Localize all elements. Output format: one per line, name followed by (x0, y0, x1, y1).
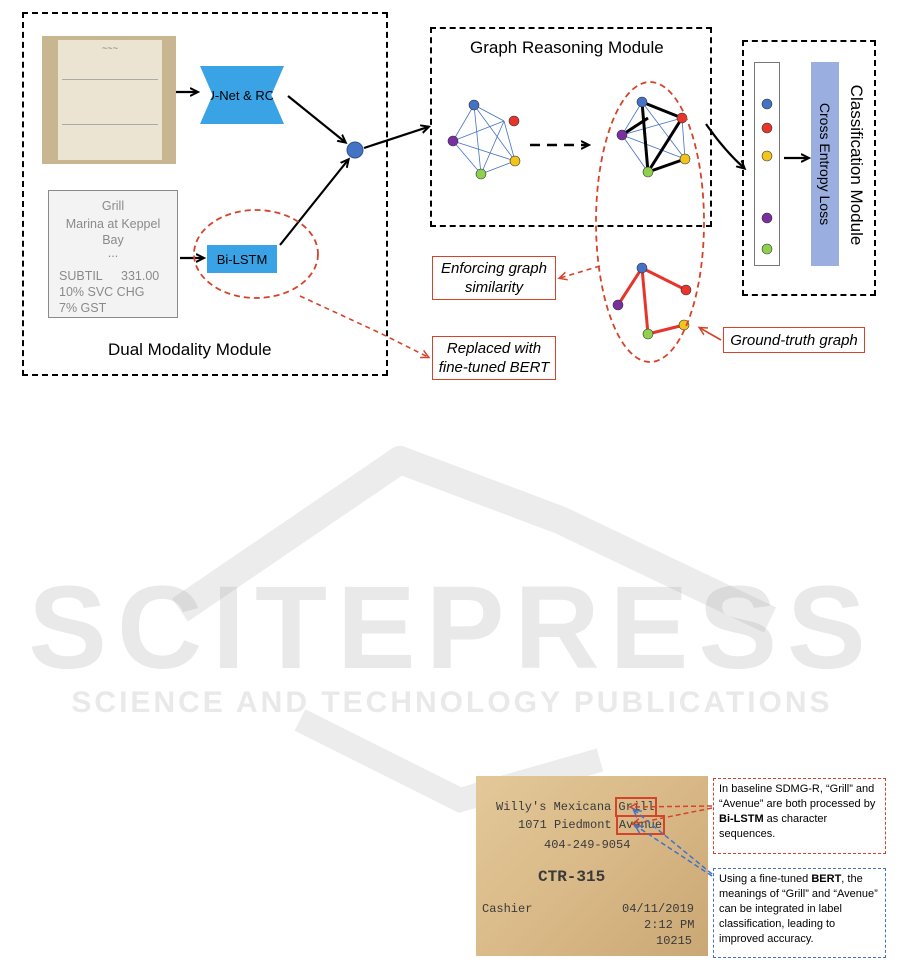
replaced-with-bert-box: Replaced with fine-tuned BERT (432, 336, 556, 380)
receipt-paper: ~~~ (58, 40, 162, 160)
arrow-bilstm-to-fusion (279, 160, 348, 246)
feature-node-green (761, 243, 773, 255)
enforcing-graph-similarity-text: Enforcing graph similarity (441, 260, 547, 296)
enforcing-graph-similarity-box: Enforcing graph similarity (432, 256, 556, 300)
ground-truth-graph-box: Ground-truth graph (723, 327, 865, 353)
red-arrow-to-grill (631, 806, 713, 807)
blue-arrow-to-avenue (636, 826, 713, 877)
receipt-line-6: 10% SVC CHG (59, 285, 145, 299)
receipt-cashier: Cashier (482, 902, 533, 916)
unet-roi-label: U-Net & ROI (205, 87, 279, 103)
receipt-time: 2:12 PM (644, 918, 695, 932)
receipt-date: 04/11/2019 (622, 902, 695, 916)
red-arrow-to-avenue (633, 807, 713, 824)
receipt-code: 10215 (656, 934, 693, 948)
bert-note-text-b: , the meanings of “Grill” and “Avenue” c… (719, 873, 878, 945)
feature-node-blue (761, 98, 773, 110)
bilstm-label: Bi-LSTM (216, 251, 268, 267)
bilstm-box: Bi-LSTM (207, 245, 277, 273)
graph-dashed-ellipse (595, 81, 705, 363)
baseline-note-text-a: In baseline SDMG-R, “Grill” and “Avenue”… (719, 783, 876, 810)
watermark-main: SCITEPRESS (28, 562, 876, 694)
receipt-name-text: Willy's Mexicana (496, 800, 619, 814)
arrow-to-enforcing (560, 265, 601, 278)
receipt-line-1: Grill (101, 199, 125, 213)
replaced-with-bert-text: Replaced with fine-tuned BERT (438, 340, 550, 376)
learned-graph (621, 100, 686, 174)
feature-vector-box (754, 62, 780, 266)
unet-roi-box: U-Net & ROI (200, 66, 284, 124)
baseline-note: In baseline SDMG-R, “Grill” and “Avenue”… (713, 778, 886, 854)
baseline-note-text-b: as character sequences. (719, 813, 828, 840)
receipt-line-4: ... (107, 246, 119, 260)
bert-note-bold: BERT (811, 873, 842, 885)
arrow-fusion-to-graph (363, 127, 428, 150)
cross-entropy-loss-box (811, 62, 839, 266)
receipt-line-5-label: SUBTIL (59, 269, 103, 283)
feature-node-yellow (761, 150, 773, 162)
dual-modality-title: Dual Modality Module (108, 340, 272, 359)
bilstm-dashed-ellipse (193, 209, 319, 299)
ground-truth-graph-text: Ground-truth graph (730, 331, 858, 349)
bert-note: Using a fine-tuned BERT, the meanings of… (713, 868, 886, 958)
graph-reasoning-title: Graph Reasoning Module (470, 38, 664, 57)
arrow-graph-to-classification (705, 123, 744, 168)
receipt-text-card: Grill Marina at Keppel Bay ... SUBTIL 33… (48, 190, 178, 318)
receipt-phone: 404-249-9054 (544, 838, 631, 852)
receipt-image: ~~~ (42, 36, 176, 164)
fully-connected-graph (452, 104, 516, 175)
receipt-line-3: Bay (102, 233, 124, 247)
fusion-node (346, 141, 364, 159)
receipt-line-5-value: 331.00 (121, 269, 160, 283)
blue-arrow-to-grill (634, 810, 713, 875)
ground-truth-graph (616, 266, 687, 336)
receipt-ctr: CTR-315 (538, 868, 606, 886)
receipt-line-7: 7% GST (59, 301, 107, 315)
arrow-to-replaced (299, 295, 428, 357)
feature-node-red (761, 122, 773, 134)
receipt-address-text: 1071 Piedmont (518, 818, 619, 832)
watermark-sub: SCIENCE AND TECHNOLOGY PUBLICATIONS (71, 686, 832, 719)
arrow-unet-to-fusion (287, 95, 345, 142)
receipt-line-2: Marina at Keppel (65, 217, 161, 231)
arrow-from-ground-truth (700, 328, 722, 341)
baseline-note-bold: Bi-LSTM (719, 813, 764, 825)
example-receipt-photo: Willy's Mexicana Grill 1071 Piedmont Ave… (476, 776, 708, 956)
dual-modality-module (22, 12, 388, 376)
bert-note-text-a: Using a fine-tuned (719, 873, 812, 885)
feature-node-purple (761, 212, 773, 224)
